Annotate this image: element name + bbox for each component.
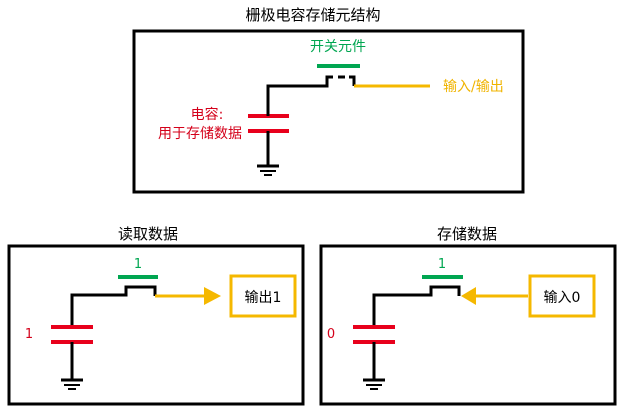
switch-label: 开关元件 xyxy=(310,39,366,55)
read-cap-value: 1 xyxy=(25,327,33,342)
capacitor-label-line2: 用于存储数据 xyxy=(158,126,242,142)
store-ground-icon xyxy=(363,378,385,390)
ground-icon xyxy=(257,164,279,176)
read-ground-icon xyxy=(61,378,83,390)
store-arrow-left-icon xyxy=(461,287,476,305)
store-wire-right xyxy=(455,285,461,296)
read-panel-title: 读取数据 xyxy=(118,225,178,243)
store-panel-frame xyxy=(319,244,617,406)
store-switch-state: 1 xyxy=(438,257,446,272)
top-panel-frame xyxy=(132,29,525,194)
top-wire-right xyxy=(349,75,356,86)
store-panel-title: 存储数据 xyxy=(437,225,497,243)
read-wire-right xyxy=(150,285,157,296)
top-wire-left xyxy=(266,75,333,101)
store-cap-value: 0 xyxy=(327,327,335,342)
read-wire-left xyxy=(70,285,130,325)
input-box xyxy=(528,274,596,318)
output-box-label: 输出1 xyxy=(245,290,282,306)
read-panel-frame xyxy=(7,244,305,406)
store-wire-left xyxy=(372,285,435,325)
io-label: 输入/输出 xyxy=(443,79,504,95)
top-panel-title: 栅极电容存储元结构 xyxy=(245,6,380,24)
input-box-label: 输入0 xyxy=(544,290,581,306)
output-box xyxy=(229,274,297,318)
read-switch-state: 1 xyxy=(134,257,142,272)
capacitor-label-line1: 电容: xyxy=(191,106,224,123)
read-arrow-right-icon xyxy=(204,287,221,305)
